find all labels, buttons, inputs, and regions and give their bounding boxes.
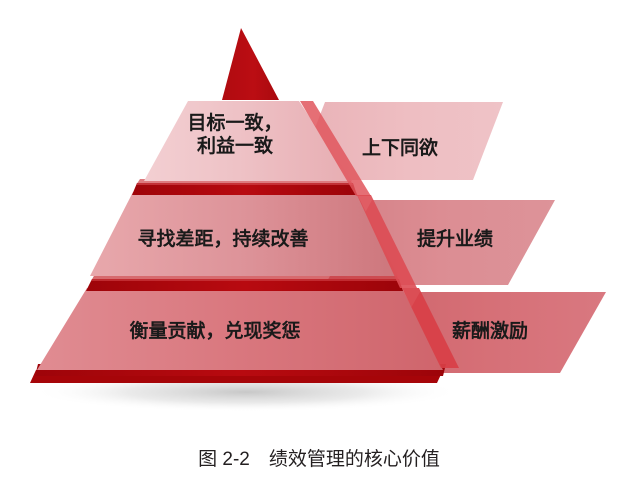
pyramid-tier-middle — [90, 192, 398, 276]
pyramid-right-edge-top — [300, 101, 371, 196]
figure-caption: 图 2-2 绩效管理的核心价值 — [198, 449, 440, 470]
tier-separator-upper — [132, 183, 357, 195]
pyramid-apex — [222, 28, 279, 100]
pyramid-right-edge-bottom — [402, 288, 459, 368]
pyramid-tier-top — [144, 101, 352, 181]
tier-separator-lower — [86, 279, 403, 291]
pyramid-right-edge-middle — [357, 195, 417, 288]
pyramid-tier-bottom — [37, 288, 443, 370]
pyramid-diagram — [30, 28, 606, 412]
